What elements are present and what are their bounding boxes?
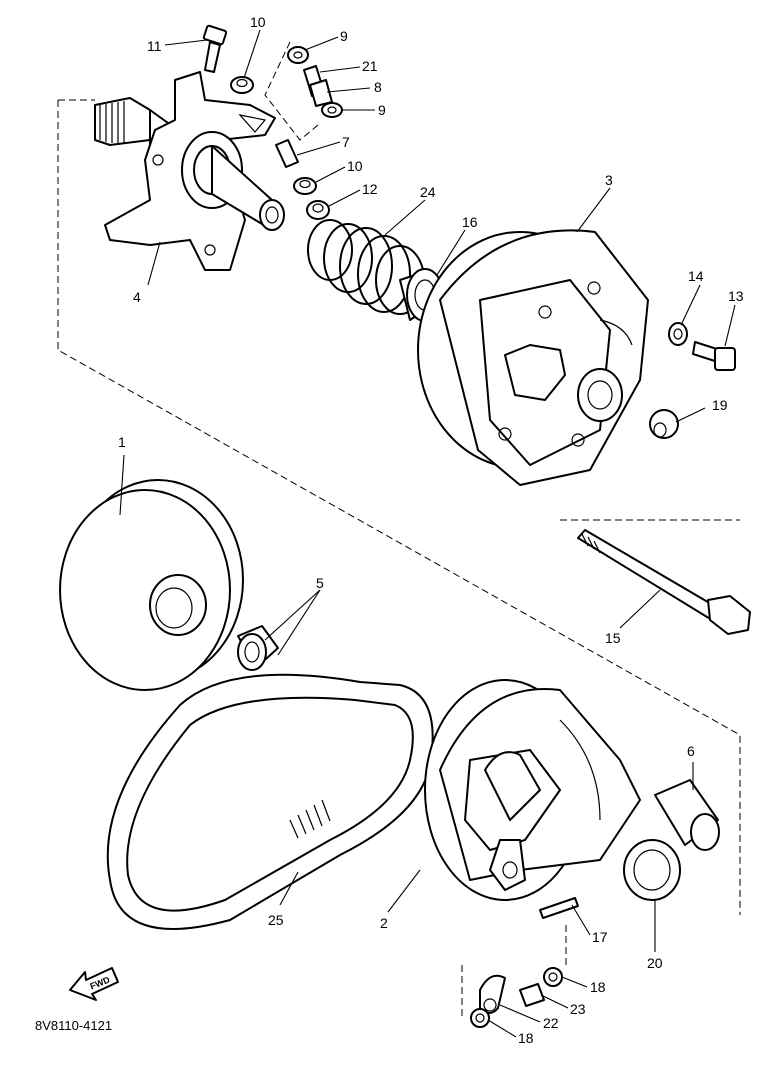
callout-18-left: 18 — [518, 1030, 534, 1046]
bolt-11 — [202, 24, 228, 73]
callout-4: 4 — [133, 289, 141, 305]
roller-8 — [309, 79, 333, 107]
callout-14: 14 — [688, 268, 704, 284]
washer-9-lower — [321, 102, 343, 118]
movable-sheave-2 — [424, 679, 641, 901]
spring-24 — [307, 219, 425, 315]
bushing-5 — [237, 625, 279, 671]
callout-11: 11 — [147, 38, 162, 54]
pin-7 — [275, 139, 299, 168]
nut-10-top — [230, 76, 254, 94]
bolt-13 — [692, 341, 736, 371]
roller-23 — [519, 983, 545, 1007]
callout-16: 16 — [462, 214, 478, 230]
callout-9-top: 9 — [340, 28, 348, 44]
callout-2: 2 — [380, 915, 388, 931]
callout-18-right: 18 — [590, 979, 606, 995]
callout-5: 5 — [316, 575, 324, 591]
callout-23: 23 — [570, 1001, 586, 1017]
callout-1: 1 — [118, 434, 126, 450]
callout-numbers: 11 10 9 21 8 9 7 10 12 24 16 3 4 14 13 1… — [118, 14, 744, 1046]
weight-arm-22 — [479, 974, 506, 1014]
callout-15: 15 — [605, 630, 621, 646]
leader-lines — [119, 29, 736, 1038]
part-code: 8V8110-4121 — [35, 1018, 112, 1033]
callout-12: 12 — [362, 181, 378, 197]
callout-24: 24 — [420, 184, 436, 200]
slider-6 — [654, 779, 720, 851]
long-bolt-15 — [577, 529, 751, 635]
washer-19 — [649, 409, 679, 439]
callout-19: 19 — [712, 397, 728, 413]
ring-20 — [623, 839, 681, 901]
washer-9-top — [287, 46, 309, 64]
nut-10-lower — [293, 177, 317, 195]
spider-hub-assembly — [94, 71, 285, 271]
washer-18-left — [470, 1008, 490, 1028]
callout-7: 7 — [342, 134, 350, 150]
callout-25: 25 — [268, 912, 284, 928]
fixed-sheave-1 — [59, 479, 244, 691]
callout-22: 22 — [543, 1015, 559, 1031]
forward-arrow-icon: FWD — [69, 967, 119, 1001]
callout-17: 17 — [592, 929, 608, 945]
callout-8: 8 — [374, 79, 382, 95]
drive-belt-25 — [106, 673, 434, 930]
callout-9-lower: 9 — [378, 102, 386, 118]
clutch-cover-3 — [417, 229, 649, 486]
pin-17 — [539, 897, 579, 919]
callout-6: 6 — [687, 743, 695, 759]
nut-12 — [306, 200, 330, 220]
callout-21: 21 — [362, 58, 378, 74]
callout-3: 3 — [605, 172, 613, 188]
callout-10-lower: 10 — [347, 158, 363, 174]
callout-20: 20 — [647, 955, 663, 971]
assembly-boundary-lines — [57, 41, 741, 1020]
callout-13: 13 — [728, 288, 744, 304]
washer-14 — [668, 322, 688, 346]
callout-10-top: 10 — [250, 14, 266, 30]
washer-18-right — [543, 967, 563, 987]
